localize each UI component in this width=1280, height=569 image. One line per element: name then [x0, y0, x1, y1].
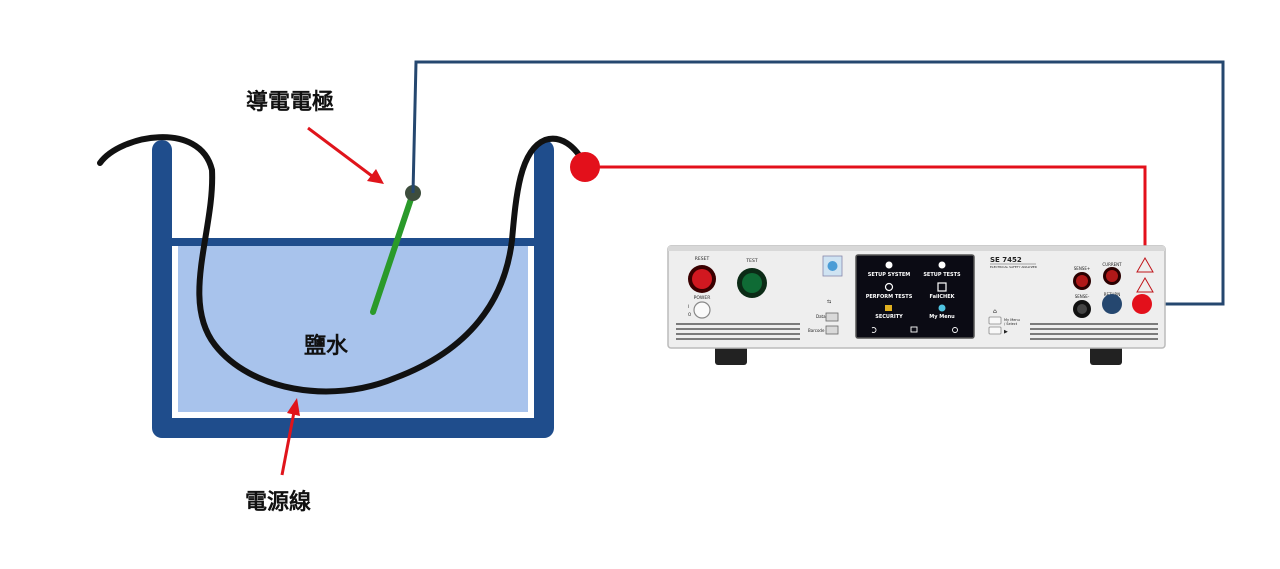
home-icon: ⌂ [993, 308, 997, 315]
screen-item-setup-tests[interactable]: SETUP TESTS [923, 272, 961, 278]
setup-tests-icon [938, 261, 946, 269]
power-label: POWER [694, 295, 711, 301]
usb-port-barcode[interactable] [825, 325, 839, 335]
model-name: SE 7452 [990, 256, 1022, 264]
my-menu-button[interactable] [988, 316, 1002, 325]
saltwater-label: 鹽水 [304, 334, 349, 359]
screen-item-setup-system[interactable]: SETUP SYSTEM [868, 272, 911, 278]
current-label: CURRENT [1102, 262, 1122, 267]
perform-tests-icon [884, 282, 894, 292]
screen-item-perform-tests[interactable]: PERFORM TESTS [866, 294, 913, 300]
back-icon[interactable] [871, 327, 877, 333]
red-wire-connector [1132, 294, 1152, 314]
saltwater-tank [152, 140, 554, 438]
foot-right [1090, 345, 1122, 365]
screen-item-security[interactable]: SECURITY [875, 314, 903, 320]
sense-minus-label: SENSE- [1075, 294, 1090, 299]
setup-system-icon [885, 261, 893, 269]
usb-icon: ⇆ [827, 299, 831, 305]
conductive-electrode [370, 190, 416, 315]
left-vents [676, 323, 800, 340]
logo-mark [827, 261, 838, 271]
blue-wire [411, 60, 1225, 306]
screen-nav-bar [871, 326, 958, 333]
usb-barcode-label: Barcode [808, 328, 825, 333]
security-icon [885, 305, 892, 311]
right-vents [1030, 323, 1158, 340]
my-menu-label-line1: My Menu [1004, 318, 1020, 322]
blue-wire-connector [1102, 294, 1122, 314]
test-label: TEST [745, 258, 757, 264]
electrode-arrow [307, 126, 384, 184]
warning-triangle-icon [1136, 256, 1154, 273]
my-menu-icon [938, 304, 946, 312]
safety-analyzer: RESET TEST POWER I O Data Barcode ⇆ SETU… [667, 245, 1166, 365]
power-cord-label: 電源線 [245, 490, 312, 515]
electrode-label: 導電電極 [246, 90, 335, 115]
usb-data-label: Data [816, 314, 826, 319]
home-screen-icon[interactable] [910, 326, 918, 333]
model-subtitle: ELECTRICAL SAFETY ANALYZER [990, 265, 1037, 269]
red-wire-terminal [570, 152, 600, 182]
power-screen-icon[interactable] [952, 327, 958, 333]
power-cord-arrow [280, 398, 300, 476]
start-button[interactable] [988, 326, 1002, 335]
touch-screen[interactable] [855, 254, 975, 339]
test-button[interactable] [742, 273, 762, 293]
tank-wall [152, 140, 554, 438]
screen-item-my-menu[interactable]: My Menu [929, 314, 955, 320]
my-menu-label-line2: / Select [1004, 322, 1018, 326]
power-cord [97, 134, 588, 395]
failchek-icon [937, 282, 947, 292]
reset-button[interactable] [692, 269, 712, 289]
sense-plus-label: SENSE+ [1074, 266, 1090, 271]
foot-left [715, 345, 747, 365]
screen-item-failchek[interactable]: FailCHEK [929, 294, 955, 300]
current-terminal[interactable] [1106, 270, 1118, 282]
high-voltage-icon [1136, 276, 1154, 293]
play-icon: ▶ [1004, 329, 1008, 335]
sense-plus-terminal[interactable] [1076, 275, 1088, 287]
power-on-mark: I [688, 304, 689, 309]
reset-label: RESET [695, 256, 710, 262]
usb-port-data[interactable] [825, 312, 839, 322]
power-off-mark: O [688, 312, 691, 317]
power-switch[interactable] [693, 301, 711, 319]
sense-minus-terminal[interactable] [1077, 304, 1087, 314]
screen-icons [884, 261, 947, 312]
